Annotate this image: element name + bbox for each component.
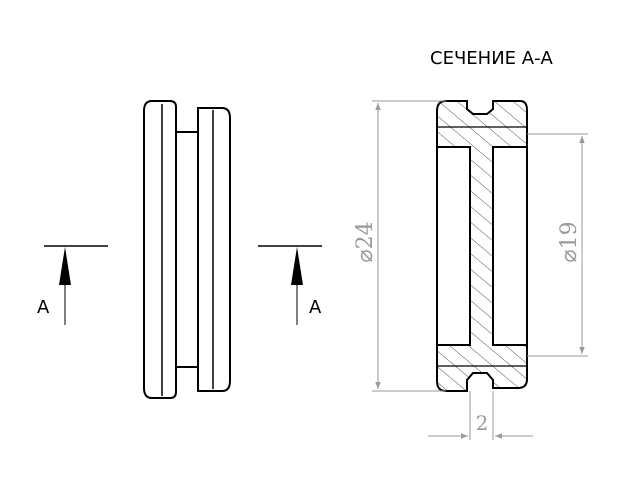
section-title: СЕЧЕНИЕ А-А: [430, 48, 554, 69]
groove-width-dimension: [428, 391, 533, 440]
section-mark-left: A: [37, 297, 50, 318]
side-view: [143, 100, 231, 399]
inner-diameter-label: ⌀19: [557, 221, 582, 262]
section-arrow-left: [44, 245, 108, 325]
section-arrow-right: [258, 245, 322, 325]
section-mark-right: A: [309, 297, 322, 318]
section-view: [436, 100, 528, 392]
outer-diameter-label: ⌀24: [353, 221, 378, 262]
groove-width-label: 2: [476, 411, 489, 435]
section-hatch: [436, 100, 528, 392]
inner-diameter-dimension: [527, 133, 588, 357]
outer-diameter-dimension: [372, 100, 446, 392]
